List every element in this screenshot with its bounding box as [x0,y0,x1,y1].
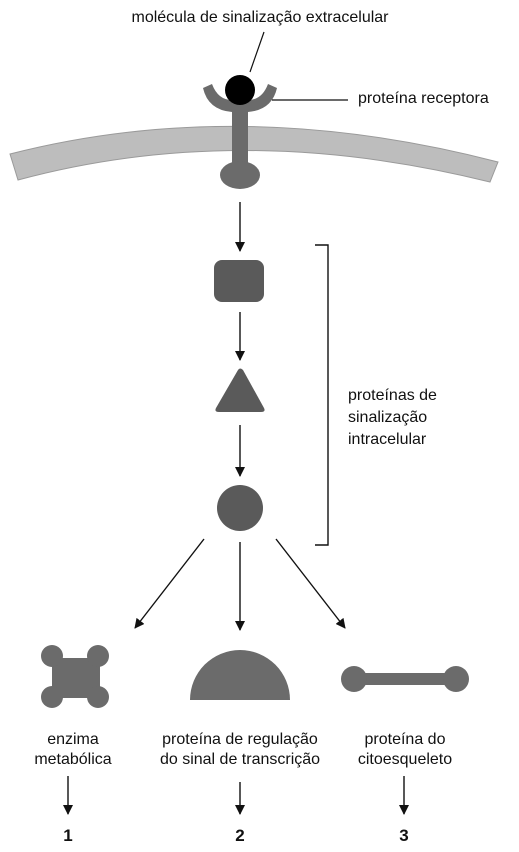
regulator-label-line2: do sinal de transcrição [159,751,321,768]
signaling-square [214,260,264,302]
output-number-3: 3 [399,826,409,845]
output-number-1: 1 [63,826,73,845]
intracellular-bracket [315,244,329,546]
signal-molecule [225,75,255,105]
regulator-label-line1: proteína de regulação [162,731,318,748]
arrow-to-cytoskeleton [275,538,346,629]
cytoskeleton-label-line1: proteína do [364,731,446,748]
arrow-to-enzyme [134,538,205,629]
cell-membrane [9,125,499,183]
cytoskeleton-protein-shape [341,666,469,692]
enzyme-label-line1: enzima [47,731,99,748]
signal-molecule-label: molécula de sinalização extracelular [131,9,389,26]
enzyme-label-line2: metabólica [34,751,112,768]
signaling-triangle [215,368,265,412]
signaling-circle [217,485,263,531]
intracellular-label-line2: sinalização [348,409,428,426]
enzyme-shape [41,645,109,708]
intracellular-label-line1: proteínas de [348,387,437,404]
intracellular-label-line3: intracelular [348,431,427,448]
signal-leader-line [249,31,265,73]
transcription-regulator-shape [190,650,290,700]
output-number-2: 2 [235,826,245,845]
receptor-protein-label: proteína receptora [358,90,489,107]
receptor-protein [203,84,277,189]
cytoskeleton-label-line2: citoesqueleto [357,751,453,768]
